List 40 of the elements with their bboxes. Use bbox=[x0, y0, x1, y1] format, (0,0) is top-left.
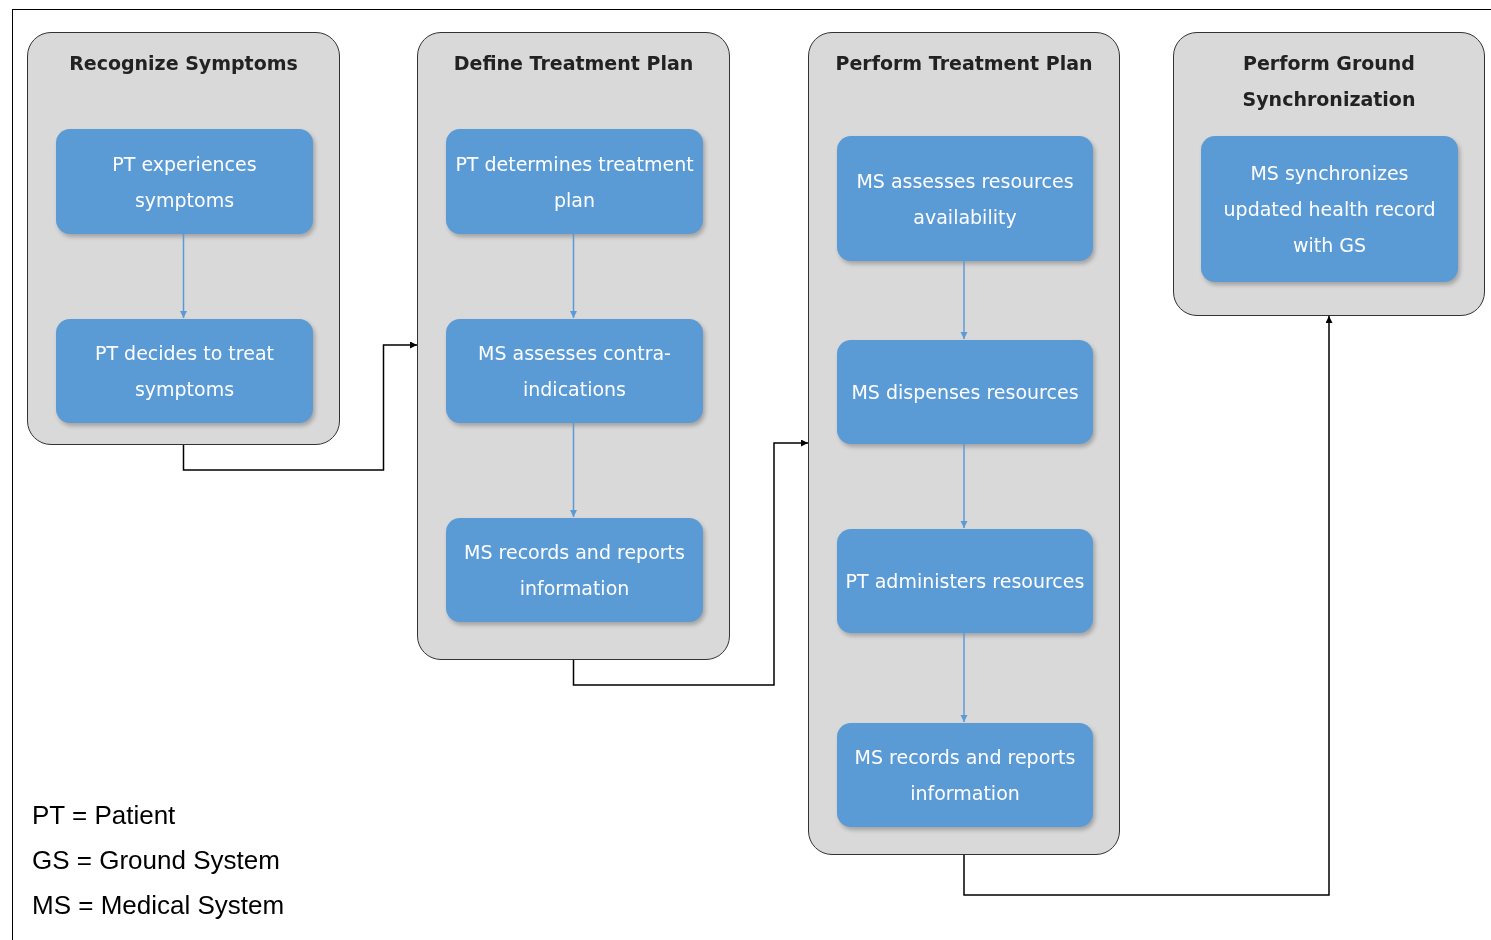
arrow bbox=[182, 341, 418, 471]
process-box bbox=[1201, 136, 1458, 282]
process-text: PT administers resources bbox=[844, 569, 1086, 594]
process-box bbox=[837, 723, 1093, 827]
process-box bbox=[446, 319, 703, 423]
stage-panel bbox=[417, 32, 730, 660]
arrow bbox=[960, 442, 968, 529]
legend-note: MS = Medical System bbox=[32, 890, 285, 921]
process-text: PT determines treatment plan bbox=[454, 151, 695, 213]
process-text: MS synchronizes updated health record with GS bbox=[1222, 161, 1437, 258]
process-box bbox=[837, 340, 1093, 444]
process-box bbox=[837, 529, 1093, 633]
arrow bbox=[960, 259, 968, 340]
process-text: PT decides to treat symptoms bbox=[94, 341, 275, 402]
process-box bbox=[56, 319, 313, 423]
stage-title: Define Treatment Plan bbox=[452, 51, 695, 76]
process-text: MS records and reports information bbox=[853, 745, 1077, 806]
stage-panel bbox=[1173, 32, 1485, 316]
process-text: PT experiences symptoms bbox=[111, 151, 258, 213]
process-box bbox=[446, 129, 703, 234]
stage-title: Recognize Symptoms bbox=[68, 51, 299, 76]
process-box bbox=[837, 136, 1093, 261]
arrow bbox=[570, 421, 577, 518]
legend-note: GS = Ground System bbox=[32, 845, 280, 876]
process-box bbox=[56, 129, 313, 234]
legend-note: PT = Patient bbox=[32, 800, 176, 831]
process-text: MS records and reports information bbox=[463, 540, 686, 601]
arrow bbox=[960, 631, 968, 723]
stage-title: Perform Treatment Plan bbox=[834, 51, 1094, 76]
process-text: MS assesses contra-indications bbox=[477, 341, 672, 402]
arrow bbox=[180, 232, 187, 319]
process-text: MS dispenses resources bbox=[850, 380, 1080, 405]
stage-panel bbox=[27, 32, 340, 445]
stage-panel bbox=[808, 32, 1120, 855]
arrow bbox=[570, 232, 577, 319]
process-box bbox=[446, 518, 703, 622]
process-text: MS assesses resources availability bbox=[855, 168, 1075, 230]
arrow bbox=[963, 315, 1333, 896]
stage-title: Perform Ground Synchronization bbox=[1241, 51, 1417, 112]
arrow bbox=[572, 439, 809, 686]
